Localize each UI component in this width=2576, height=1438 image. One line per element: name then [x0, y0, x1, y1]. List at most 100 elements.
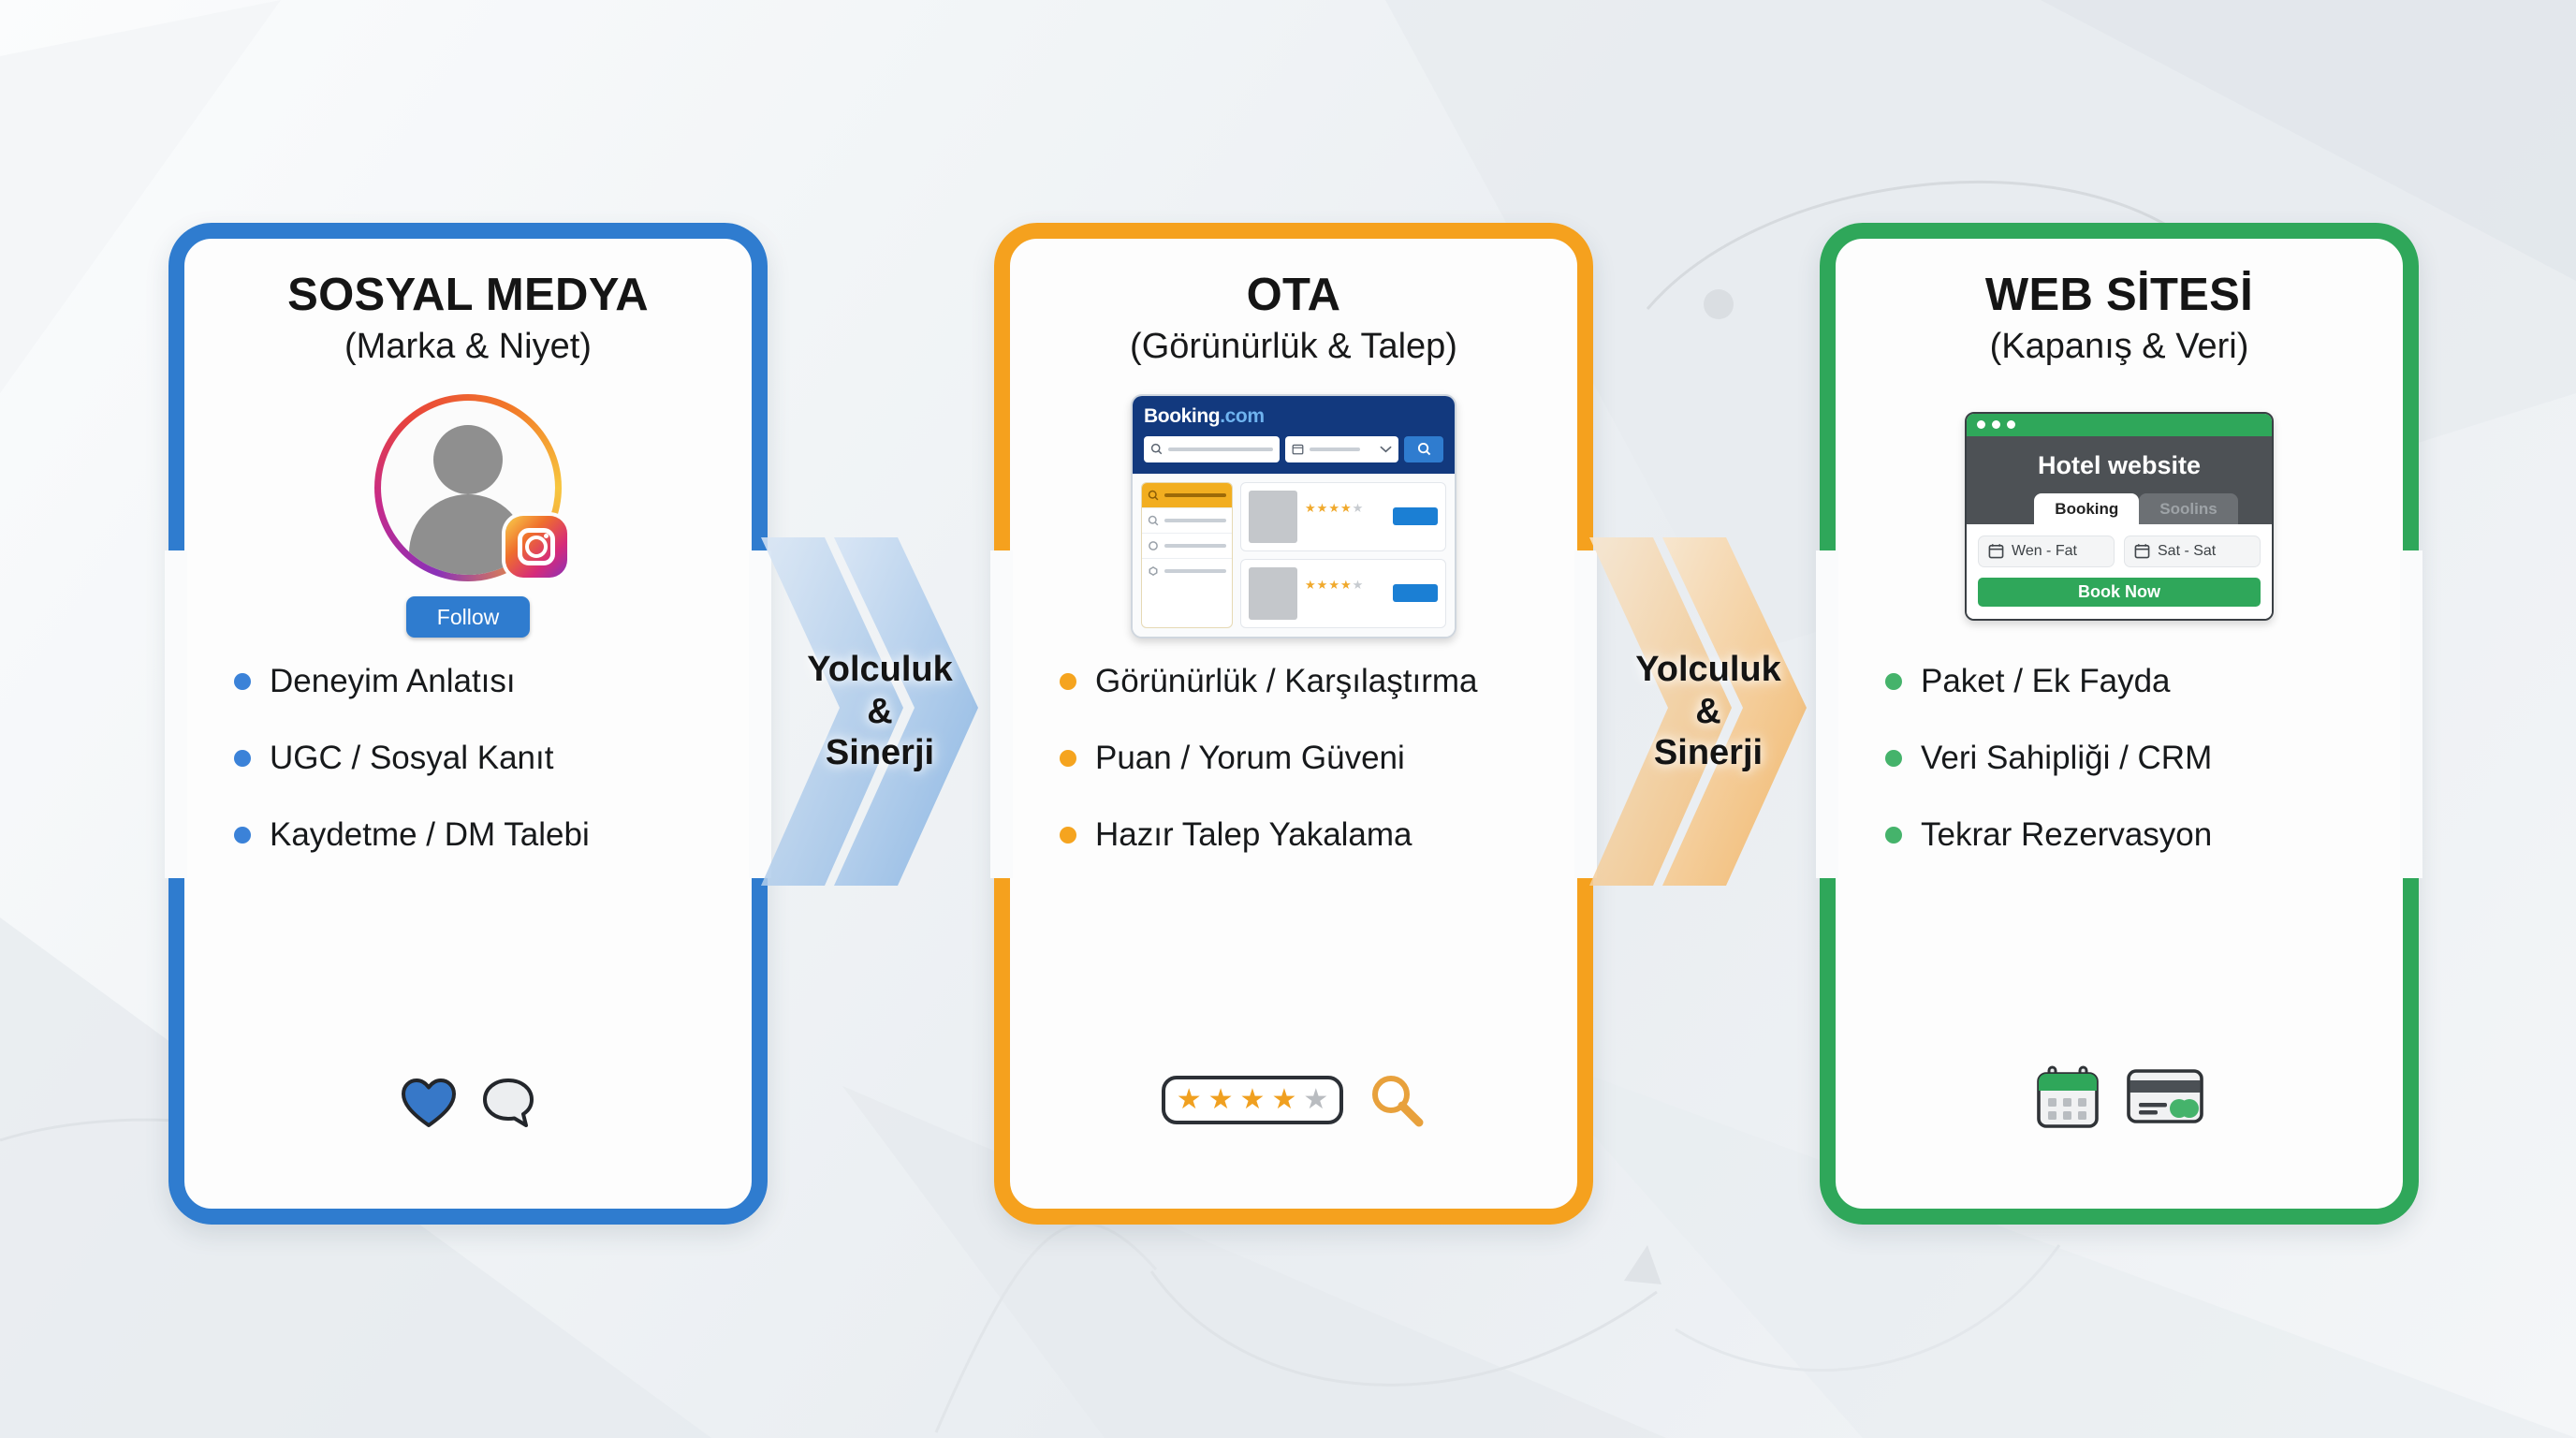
bullet-dot-icon: [1885, 827, 1902, 844]
booking-search-row: [1144, 435, 1443, 462]
calendar-icon: [2037, 1065, 2099, 1128]
connector-1: Yolculuk & Sinerji: [754, 524, 1006, 899]
magnifier-icon: [1372, 1076, 1424, 1127]
star-filled-icon: ★: [1176, 1084, 1202, 1115]
hotel-site-title: Hotel website: [2037, 450, 2202, 479]
bullet-dot-icon: [1885, 750, 1902, 768]
booking-result-item[interactable]: ★★★★★: [1240, 481, 1446, 551]
booking-filter-sidebar[interactable]: [1141, 481, 1233, 628]
ota-visual: Booking.com: [1131, 389, 1456, 642]
booking-destination-input[interactable]: [1144, 435, 1281, 462]
book-now-button[interactable]: Book Now: [1978, 577, 2261, 607]
hotel-thumbnail: [1249, 566, 1297, 620]
booking-filter-row[interactable]: [1142, 508, 1232, 534]
list-item: Deneyim Anlatısı: [234, 663, 736, 700]
calendar-icon: [1292, 445, 1304, 455]
footer-icons-social: [401, 1077, 535, 1129]
connector-line-3: Sinerji: [825, 733, 935, 773]
list-item: Tekrar Rezervasyon: [1885, 816, 2387, 854]
connector-1-label: Yolculuk & Sinerji: [754, 524, 1006, 899]
booking-results-list: ★★★★★ ★★★★★: [1240, 481, 1446, 628]
booking-date-input[interactable]: [1285, 435, 1398, 462]
bullet-list-web: Paket / Ek Fayda Veri Sahipliği / CRM Te…: [1852, 663, 2387, 893]
tab-booking[interactable]: Booking: [2034, 492, 2140, 524]
booking-com-mockup[interactable]: Booking.com: [1131, 393, 1456, 638]
card-border-notch-right: [1574, 550, 1597, 878]
avatar: [374, 394, 567, 582]
connector-line-1: Yolculuk: [807, 649, 953, 689]
booking-logo-main: Booking: [1144, 404, 1221, 427]
heart-icon: [402, 1078, 456, 1127]
booking-filter-row[interactable]: [1142, 534, 1232, 559]
list-item-label: Deneyim Anlatısı: [270, 663, 516, 700]
bullet-list-social: Deneyim Anlatısı UGC / Sosyal Kanıt Kayd…: [200, 663, 736, 893]
hotel-tabs: Booking Soolins: [1967, 492, 2272, 524]
card-ota[interactable]: OTA (Görünürlük & Talep) Booking.com: [990, 223, 1597, 1225]
hexagon-icon: [1149, 565, 1158, 576]
booking-cta-button[interactable]: [1393, 584, 1438, 603]
chevron-right-icon: [1589, 537, 1807, 886]
connector-line-3: Sinerji: [1653, 733, 1764, 773]
calendar-icon: [1988, 544, 2004, 559]
card-border-notch-left: [990, 550, 1013, 878]
window-dot-icon: [1977, 420, 1985, 430]
star-filled-icon: ★: [1271, 1084, 1297, 1115]
window-dot-icon: [1992, 420, 2000, 430]
list-item: Puan / Yorum Güveni: [1060, 740, 1561, 777]
card-title-web: WEB SİTESİ: [1984, 270, 2254, 320]
list-item: Kaydetme / DM Talebi: [234, 816, 736, 854]
star-filled-icon: ★: [1208, 1084, 1234, 1115]
list-item-label: UGC / Sosyal Kanıt: [270, 740, 554, 777]
booking-result-item[interactable]: ★★★★★: [1240, 558, 1446, 628]
list-item-label: Görünürlük / Karşılaştırma: [1095, 663, 1478, 700]
booking-logo: Booking.com: [1144, 405, 1443, 428]
bullet-dot-icon: [234, 827, 251, 844]
list-item: Hazır Talep Yakalama: [1060, 816, 1561, 854]
checkin-date-field[interactable]: Wen - Fat: [1978, 535, 2115, 567]
comment-bubble-icon: [483, 1078, 534, 1127]
list-item-label: Tekrar Rezervasyon: [1921, 816, 2213, 854]
hotel-booking-panel: Wen - Fat Sat - Sat B: [1967, 523, 2272, 619]
booking-header: Booking.com: [1133, 395, 1455, 474]
hotel-website-mockup[interactable]: Hotel website Booking Soolins: [1965, 411, 2274, 621]
bullet-dot-icon: [1885, 673, 1902, 691]
booking-filter-row-active[interactable]: [1142, 482, 1232, 508]
follow-button[interactable]: Follow: [406, 596, 530, 638]
checkout-date-field[interactable]: Sat - Sat: [2124, 535, 2261, 567]
booking-cta-button[interactable]: [1393, 507, 1438, 526]
chevron-down-icon: [1380, 446, 1392, 453]
credit-card-icon: [2127, 1069, 2203, 1123]
bullet-dot-icon: [1060, 673, 1076, 691]
list-item-label: Hazır Talep Yakalama: [1095, 816, 1412, 854]
search-icon: [1148, 515, 1159, 526]
booking-logo-suffix: .com: [1220, 404, 1265, 427]
connector-line-1: Yolculuk: [1635, 649, 1781, 689]
instagram-icon: [505, 516, 567, 579]
booking-filter-row[interactable]: [1142, 559, 1232, 583]
booking-search-button[interactable]: [1404, 435, 1443, 462]
star-rating-icon: ★★★★★: [1305, 500, 1365, 515]
tab-soolins[interactable]: Soolins: [2139, 492, 2238, 524]
list-item-label: Puan / Yorum Güveni: [1095, 740, 1405, 777]
star-rating-icon: ★★★★★: [1305, 577, 1365, 592]
connector-2-label: Yolculuk & Sinerji: [1582, 524, 1835, 899]
card-social-media[interactable]: SOSYAL MEDYA (Marka & Niyet): [165, 223, 771, 1225]
hotel-hero: Hotel website Booking Soolins: [1967, 435, 2272, 524]
checkin-date-value: Wen - Fat: [2012, 542, 2077, 559]
connector-line-2: &: [1695, 691, 1721, 731]
card-website[interactable]: WEB SİTESİ (Kapanış & Veri) Hotel websit…: [1816, 223, 2422, 1225]
search-icon: [1150, 444, 1163, 455]
card-title-social: SOSYAL MEDYA: [287, 270, 649, 320]
list-item-label: Kaydetme / DM Talebi: [270, 816, 590, 854]
connector-2: Yolculuk & Sinerji: [1582, 524, 1835, 899]
card-subtitle-social: (Marka & Niyet): [344, 327, 592, 367]
star-empty-icon: ★: [1303, 1084, 1329, 1115]
card-border-notch-right: [749, 550, 771, 878]
card-title-ota: OTA: [1246, 270, 1341, 320]
bullet-dot-icon: [1060, 750, 1076, 768]
footer-icons-ota: ★ ★ ★ ★ ★: [1161, 1071, 1427, 1129]
list-item: Görünürlük / Karşılaştırma: [1060, 663, 1561, 700]
bullet-dot-icon: [234, 673, 251, 691]
list-item: Veri Sahipliği / CRM: [1885, 740, 2387, 777]
list-item: UGC / Sosyal Kanıt: [234, 740, 736, 777]
